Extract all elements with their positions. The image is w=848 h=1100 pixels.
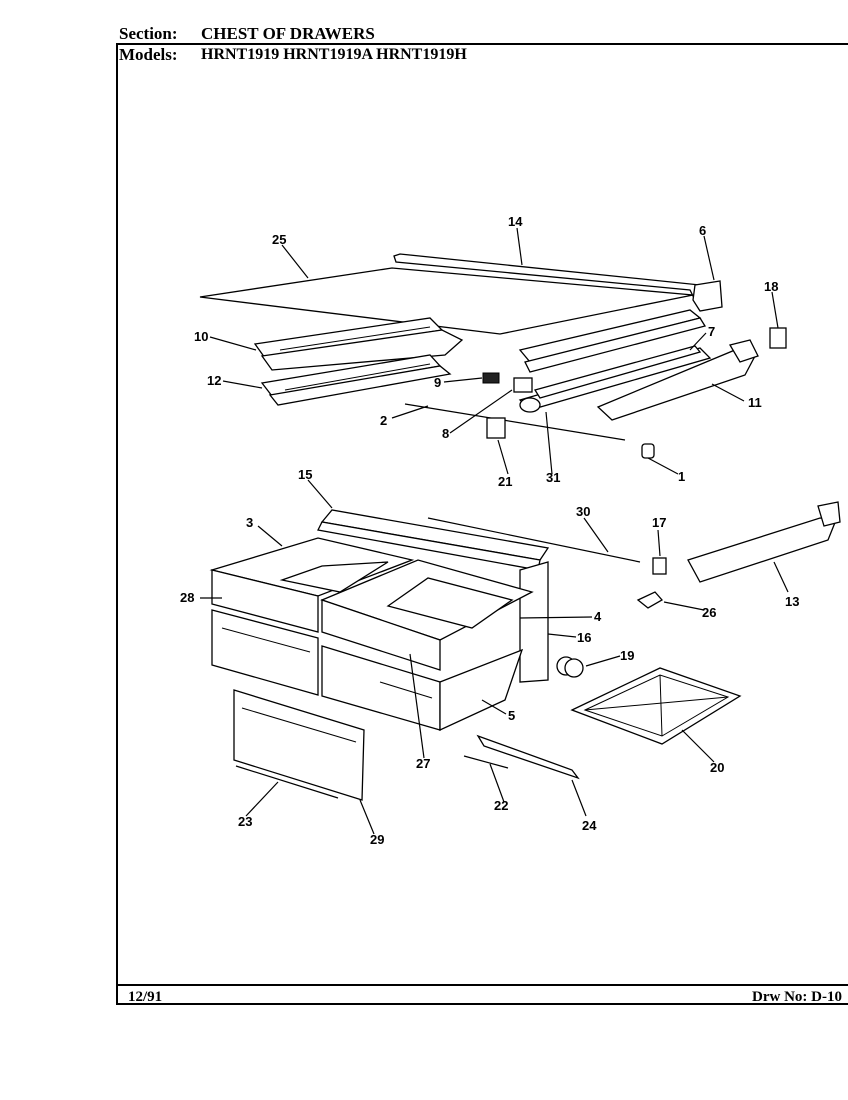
- part-31-roller: [519, 397, 541, 413]
- part-front-rail-lower: [524, 317, 707, 373]
- part-9-clip: [482, 372, 500, 384]
- part-left-lower-front: [211, 609, 319, 696]
- part-13-right-rail-top: [817, 501, 841, 527]
- callout-3: 3: [246, 515, 253, 530]
- part-23-trim: [235, 765, 339, 799]
- part-28-left-drawer-front: [211, 569, 319, 633]
- part-1-fastener: [641, 443, 655, 459]
- section-title: CHEST OF DRAWERS: [201, 24, 375, 43]
- callout-13: 13: [785, 594, 799, 609]
- part-21-bracket: [486, 417, 506, 439]
- callout-29: 29: [370, 832, 384, 847]
- part-10-left-rail-base: [260, 329, 464, 371]
- callout-10: 10: [194, 329, 208, 344]
- part-2-rod: [404, 403, 626, 441]
- callout-25: 25: [272, 232, 286, 247]
- callout-12: 12: [207, 373, 221, 388]
- part-13-right-rail: [687, 517, 837, 583]
- part-7-rail-inner: [533, 345, 702, 399]
- part-15-drawer-cover-lower: [317, 521, 541, 571]
- callout-16: 16: [577, 630, 591, 645]
- part-24-slide: [476, 734, 580, 780]
- callout-27: 27: [416, 756, 430, 771]
- callout-28: 28: [180, 590, 194, 605]
- part-12-left-lower-rail-base: [268, 365, 452, 406]
- callout-20: 20: [710, 760, 724, 775]
- drawing-frame: [116, 43, 848, 1005]
- part-30-rod: [427, 517, 641, 563]
- callout-7: 7: [708, 324, 715, 339]
- part-11-right-rail-top: [728, 339, 759, 363]
- callout-8: 8: [442, 426, 449, 441]
- part-right-drawer-inner: [386, 577, 514, 629]
- callout-15: 15: [298, 467, 312, 482]
- callout-23: 23: [238, 814, 252, 829]
- callout-2: 2: [380, 413, 387, 428]
- callout-18: 18: [764, 279, 778, 294]
- part-4-right-drawer-front: [321, 599, 441, 671]
- models-list: HRNT1919 HRNT1919A HRNT1919H: [201, 46, 467, 63]
- callout-9: 9: [434, 375, 441, 390]
- callout-19: 19: [620, 648, 634, 663]
- footer-rule: [116, 984, 848, 986]
- callout-6: 6: [699, 223, 706, 238]
- part-5-lower-bin: [439, 648, 524, 732]
- part-18-clip: [769, 327, 787, 349]
- part-6-trim-end: [692, 280, 723, 312]
- part-8-bracket: [513, 377, 533, 393]
- callout-21: 21: [498, 474, 512, 489]
- models-label: Models:: [119, 45, 178, 64]
- footer-drawing-number: Drw No: D-10: [752, 989, 842, 1005]
- part-left-drawer-inner: [279, 561, 389, 593]
- callout-26: 26: [702, 605, 716, 620]
- callout-1: 1: [678, 469, 685, 484]
- callout-11: 11: [748, 395, 762, 410]
- footer-date: 12/91: [128, 989, 163, 1005]
- part-26-cam: [636, 591, 664, 609]
- part-16-side-frame: [519, 561, 549, 683]
- part-22-strip: [463, 755, 509, 769]
- part-17-clip: [652, 557, 667, 575]
- callout-30: 30: [576, 504, 590, 519]
- callout-31: 31: [546, 470, 560, 485]
- callout-22: 22: [494, 798, 508, 813]
- callout-5: 5: [508, 708, 515, 723]
- callout-4: 4: [594, 609, 602, 624]
- callout-24: 24: [582, 818, 597, 833]
- part-20-tray-frame: [570, 667, 742, 745]
- section-label: Section:: [119, 24, 178, 43]
- callout-17: 17: [652, 515, 666, 530]
- part-29-drawer-front: [233, 689, 365, 801]
- part-11-right-rail: [596, 349, 756, 421]
- part-19-grommet-b: [564, 658, 584, 678]
- callout-14: 14: [508, 214, 523, 229]
